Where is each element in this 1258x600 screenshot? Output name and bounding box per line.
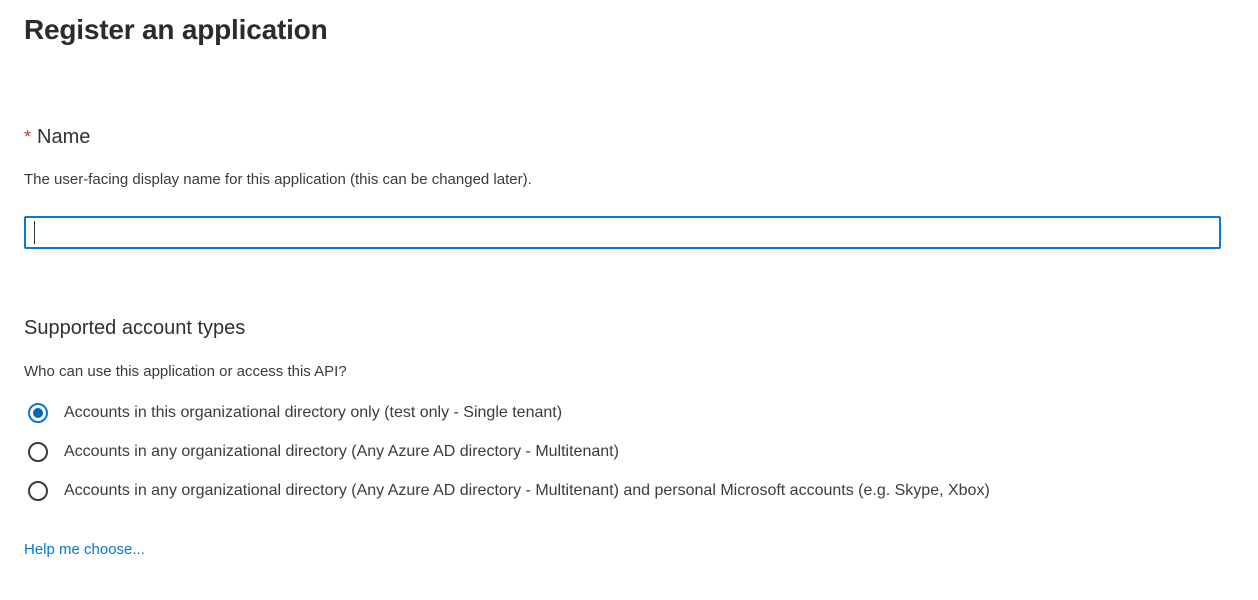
radio-button-icon[interactable] (28, 480, 48, 501)
radio-button-icon[interactable] (28, 402, 48, 423)
radio-option-label: Accounts in any organizational directory… (64, 443, 619, 460)
help-me-choose-link[interactable]: Help me choose... (24, 541, 145, 558)
radio-option-label: Accounts in any organizational directory… (64, 482, 990, 499)
radio-button-icon[interactable] (28, 441, 48, 462)
radio-option-single-tenant[interactable]: Accounts in this organizational director… (24, 393, 1258, 432)
radio-option-multitenant[interactable]: Accounts in any organizational directory… (24, 432, 1258, 471)
text-caret (34, 221, 35, 244)
supported-account-types-heading: Supported account types (24, 317, 246, 339)
account-types-radio-group: Accounts in this organizational director… (24, 393, 1258, 510)
account-types-question: Who can use this application or access t… (24, 363, 347, 380)
name-field-description: The user-facing display name for this ap… (24, 171, 532, 188)
radio-option-label: Accounts in this organizational director… (64, 404, 563, 421)
page-title: Register an application (24, 14, 328, 45)
name-field-label: *Name (24, 124, 1258, 151)
required-asterisk: * (24, 127, 32, 147)
radio-selected-dot (33, 407, 43, 418)
name-input[interactable] (24, 216, 1221, 249)
radio-option-multitenant-personal[interactable]: Accounts in any organizational directory… (24, 471, 1258, 510)
name-label-text: Name (37, 126, 91, 148)
